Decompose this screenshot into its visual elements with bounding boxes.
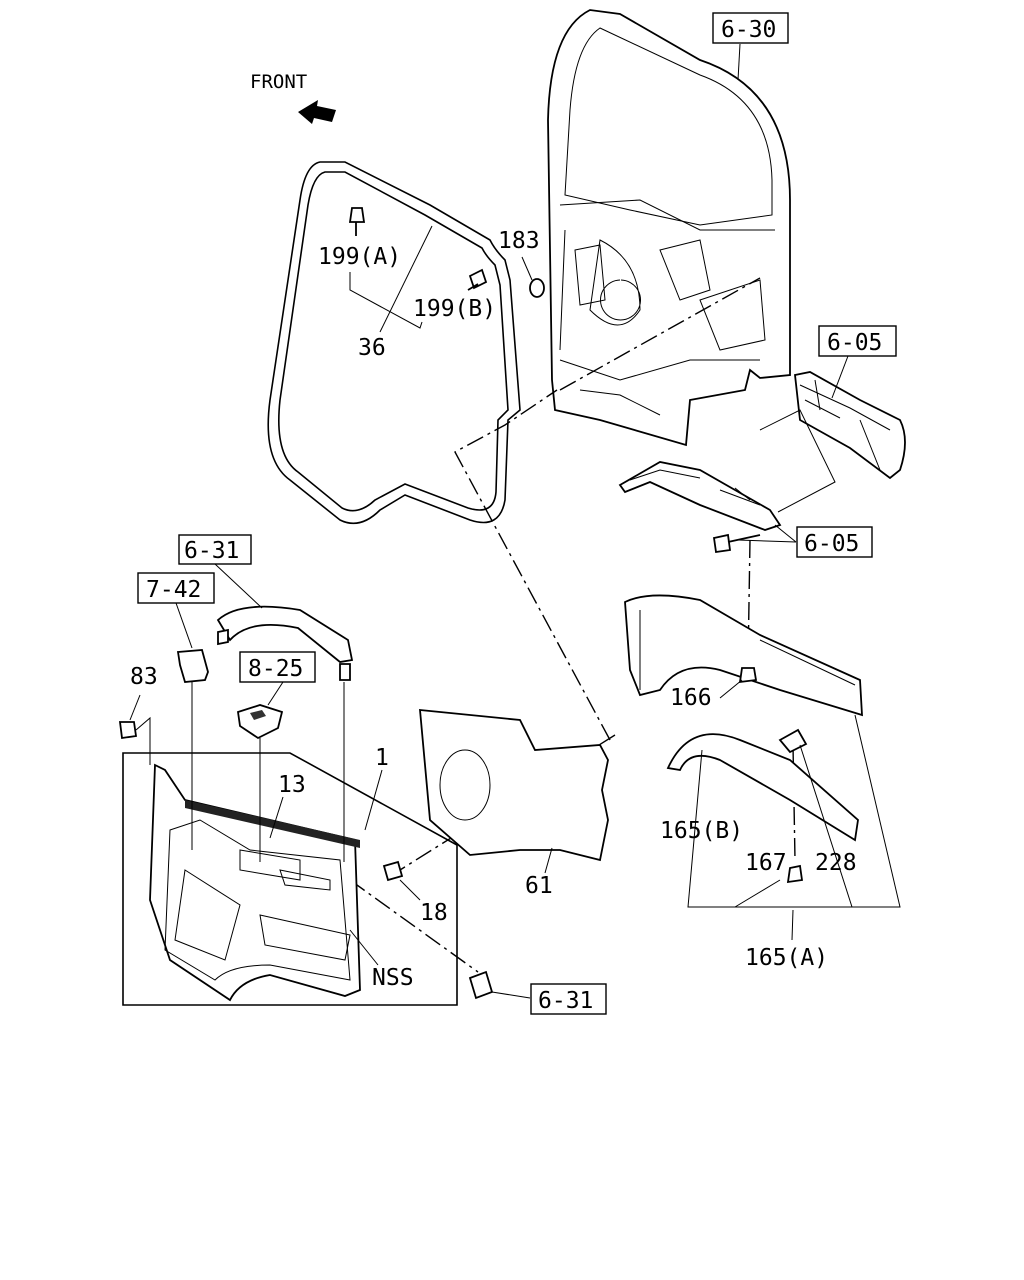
fender-liner [666,733,859,842]
part-label-13: 13 [278,772,306,798]
part-label-83: 83 [130,664,158,690]
leader-6-31-upper [214,563,263,609]
ref-box-6-05-lower [796,526,873,558]
leader-1 [364,769,383,831]
part-label-1: 1 [375,745,389,771]
ref-label-8-25: 8-25 [248,656,303,682]
part-label-36: 36 [358,335,386,361]
leader-61 [544,847,553,874]
part-label-165a: 165(A) [745,945,828,971]
ref-box-7-42 [137,572,215,604]
leader-6-05-upper [831,355,849,399]
ref-label-6-05-upper: 6-05 [827,330,882,356]
window-switch [237,704,284,740]
ref-label-6-30: 6-30 [721,17,776,43]
leader-36 [379,225,433,333]
leader-18 [399,879,421,901]
step-panel [794,371,906,480]
leader-group-6-05 [759,409,836,513]
part-label-199a: 199(A) [318,244,401,270]
part-label-166: 166 [670,685,712,711]
part-label-167: 167 [745,850,787,876]
part-label-199b: 199(B) [413,296,496,322]
handle-cover [176,649,209,683]
door-weatherstrip [267,161,521,525]
ref-box-8-25 [239,651,316,683]
ref-box-6-31-lower [530,983,607,1015]
door-trim-panel [149,763,361,1002]
front-arrow-icon [298,100,336,124]
nut-228-icon [778,728,808,754]
bolt-6-05-icon [712,533,761,554]
ref-label-6-31-upper: 6-31 [184,538,239,564]
ref-label-7-42: 7-42 [146,577,201,603]
clip-199b-icon [467,268,488,291]
part-label-18: 18 [420,900,448,926]
alignment-line-b [454,389,611,741]
switch-button-icon [250,710,266,720]
part-label-183: 183 [498,228,540,254]
ref-box-6-31-upper [178,534,252,565]
leader-6-05-lower [737,524,797,543]
insulator-sheet [419,708,609,862]
alignment-line-f [792,744,796,861]
ref-box-6-05-upper [818,325,897,357]
screw-83-line [135,716,151,765]
part-label-nss: NSS [372,965,414,991]
leader-183 [521,256,533,281]
door-frame [547,9,791,447]
ref-label-6-31-lower: 6-31 [538,988,593,1014]
leader-6-31-lower [491,991,531,999]
assist-grip [216,605,354,681]
leader-166 [719,679,743,699]
leader-8-25 [267,681,284,706]
leader-13 [269,796,284,839]
plug-183-icon [529,278,545,298]
part-label-165b: 165(B) [660,818,743,844]
clip-199a-icon [348,207,366,236]
clip-18-icon [382,860,404,882]
clip-166-icon [738,667,758,684]
alignment-line-a [559,277,761,391]
clip-167-icon [786,864,804,884]
leader-nss [349,929,379,966]
part-label-228: 228 [815,850,857,876]
part-label-61: 61 [525,873,553,899]
grip-cap [468,970,494,1000]
leader-165-group [687,714,901,941]
step-bracket [618,461,782,531]
ref-label-6-05-lower: 6-05 [804,531,859,557]
leader-83 [129,694,141,721]
fender-panel [624,594,863,717]
leader-7-42 [175,602,193,649]
ref-box-6-30 [712,12,789,44]
front-label: FRONT [250,71,307,93]
leader-6-30 [737,43,741,81]
screw-83-icon [118,721,138,740]
leader-199 [349,272,423,329]
